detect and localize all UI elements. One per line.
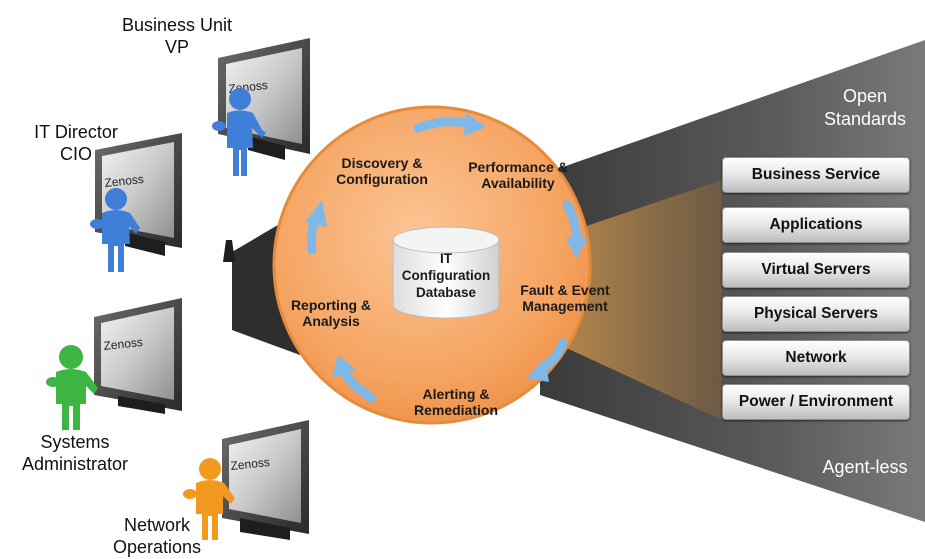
beam xyxy=(560,180,722,420)
person-3 xyxy=(46,345,98,430)
role-line-1: IT Director xyxy=(34,122,118,142)
person-2 xyxy=(90,188,140,272)
step-alerting-remediation: Alerting & Remediation xyxy=(396,386,516,418)
role-label-it-director-cio: IT Director CIO xyxy=(16,121,136,165)
person-1 xyxy=(212,88,266,176)
role-line-2: VP xyxy=(164,37,189,57)
svg-text:Zenoss: Zenoss xyxy=(230,455,271,473)
step-line-1: Fault & Event xyxy=(520,282,610,298)
open-standards-label: Open Standards xyxy=(800,85,925,131)
step-line-2: Availability xyxy=(481,175,555,191)
layer-virtual-servers: Virtual Servers xyxy=(722,252,910,288)
monitor-4: Zenoss xyxy=(222,420,309,540)
cycle-arrows xyxy=(305,113,588,403)
role-label-network-operations: Network Operations xyxy=(92,514,222,558)
layer-applications: Applications xyxy=(722,207,910,243)
step-line-1: Performance & xyxy=(468,159,568,175)
layer-business-service: Business Service xyxy=(722,157,910,193)
database-line-3: Database xyxy=(415,285,477,300)
database-cylinder xyxy=(392,226,500,319)
person-4 xyxy=(183,458,235,540)
database-label: IT Configuration Database xyxy=(396,250,496,301)
role-line-2: CIO xyxy=(59,144,92,164)
database-line-1: IT xyxy=(440,251,452,266)
step-line-2: Management xyxy=(522,298,608,314)
svg-text:Zenoss: Zenoss xyxy=(103,335,144,353)
layer-network: Network xyxy=(722,340,910,376)
step-line-1: Alerting & xyxy=(422,386,490,402)
role-label-business-unit-vp: Business Unit VP xyxy=(102,14,252,58)
step-reporting-analysis: Reporting & Analysis xyxy=(271,297,391,329)
role-line-1: Systems xyxy=(40,432,110,452)
arrow-performance-to-fault xyxy=(562,200,582,245)
step-line-1: Discovery & xyxy=(341,155,423,171)
step-performance-availability: Performance & Availability xyxy=(458,159,578,191)
role-line-2: Administrator xyxy=(21,454,129,474)
step-line-2: Configuration xyxy=(336,171,428,187)
arrow-alerting-to-reporting xyxy=(340,369,377,403)
step-line-2: Analysis xyxy=(302,313,360,329)
database-line-2: Configuration xyxy=(401,268,491,283)
role-line-1: Business Unit xyxy=(121,15,233,35)
monitor-3: Zenoss xyxy=(94,298,182,414)
role-line-2: Operations xyxy=(112,537,202,557)
step-discovery-configuration: Discovery & Configuration xyxy=(322,155,442,187)
open-standards-line-2: Standards xyxy=(823,109,907,129)
open-standards-line-1: Open xyxy=(842,86,888,106)
role-line-1: Network xyxy=(123,515,190,535)
role-label-systems-administrator: Systems Administrator xyxy=(10,431,140,475)
step-fault-event-management: Fault & Event Management xyxy=(505,282,625,314)
layer-power-environment: Power / Environment xyxy=(722,384,910,420)
agent-less-label: Agent-less xyxy=(822,457,908,477)
step-line-2: Remediation xyxy=(413,402,498,418)
layer-physical-servers: Physical Servers xyxy=(722,296,910,332)
svg-text:Zenoss: Zenoss xyxy=(104,172,145,190)
step-line-1: Reporting & xyxy=(290,297,372,313)
